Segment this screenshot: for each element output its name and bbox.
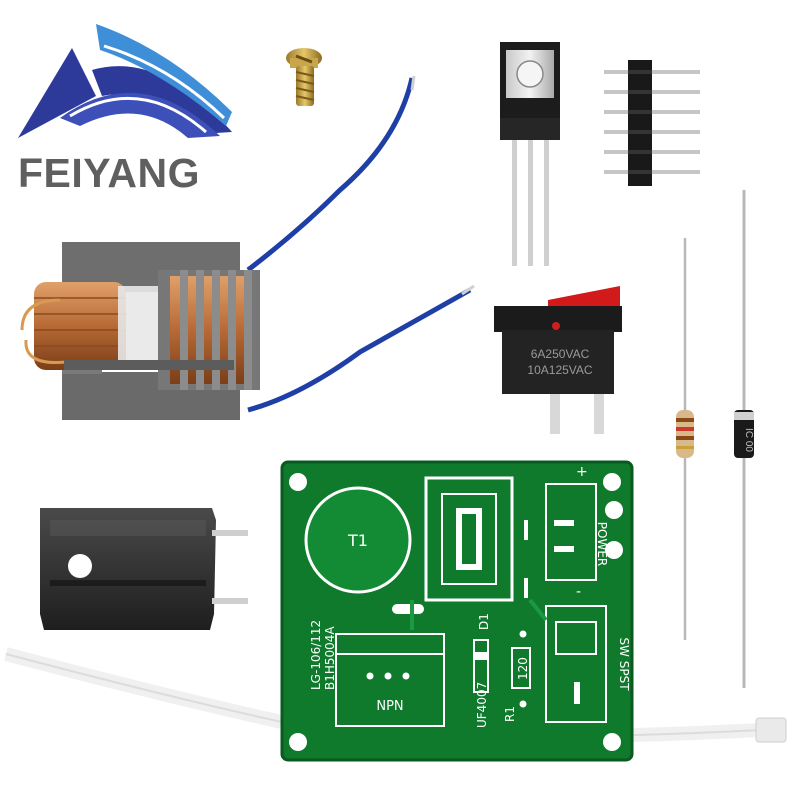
diode: IC 00 (734, 190, 754, 688)
pcb-label-diode-part: UF4007 (475, 682, 489, 728)
pcb-model-line1: LG-106/112 (309, 620, 323, 690)
rocker-switch: 6A250VAC 10A125VAC (494, 286, 622, 434)
pcb-label-plus: + (576, 464, 588, 480)
pcb-label-npn: NPN (376, 699, 403, 714)
resistor (676, 238, 694, 640)
pcb-board: T1 + - POWER NPN LG-106/112 B1H5004A D1 … (280, 460, 634, 762)
pcb-label-t1: T1 (347, 531, 368, 550)
pcb-label-d1: D1 (477, 613, 491, 630)
screw (286, 48, 322, 106)
pcb-label-switch: SW SPST (617, 637, 631, 691)
pin-header (604, 60, 700, 186)
pcb-label-power: POWER (595, 522, 609, 566)
switch-rating-line1: 6A250VAC (531, 347, 590, 361)
pcb-label-r1: R1 (503, 706, 517, 722)
pcb-label-minus: - (576, 584, 581, 600)
switch-rating-line2: 10A125VAC (527, 363, 592, 377)
heat-sink (40, 508, 248, 630)
brand-logo-icon (18, 24, 232, 138)
flyback-transformer (20, 75, 475, 420)
pcb-label-r1-value: 120 (516, 657, 530, 680)
transistor (500, 42, 560, 266)
pcb-model-line2: B1H5004A (323, 626, 337, 690)
diode-marking: IC 00 (743, 428, 754, 452)
brand-name: FEIYANG (18, 150, 200, 196)
